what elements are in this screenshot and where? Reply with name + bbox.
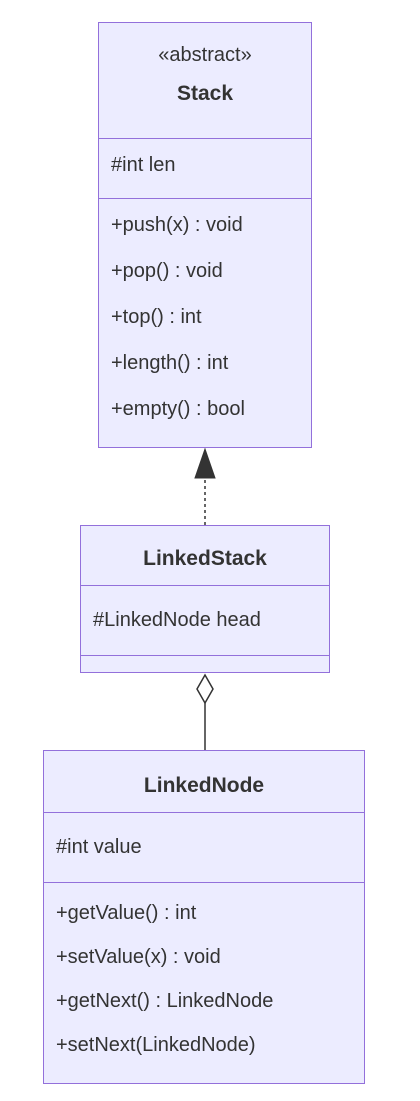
class-stack-header: «abstract» Stack	[99, 23, 311, 139]
class-linked-stack-methods	[81, 656, 329, 672]
class-linked-node[interactable]: LinkedNode #int value +getValue() : int …	[43, 750, 365, 1084]
method: +pop() : void	[111, 260, 223, 282]
attribute: #int len	[111, 154, 176, 176]
class-linked-node-header: LinkedNode	[44, 751, 364, 813]
method: +getValue() : int	[56, 902, 197, 924]
class-name: LinkedStack	[143, 547, 267, 570]
attribute: #LinkedNode head	[93, 609, 261, 631]
class-linked-stack-attributes: #LinkedNode head	[81, 586, 329, 656]
method: +push(x) : void	[111, 214, 243, 236]
class-stack-methods: +push(x) : void +pop() : void +top() : i…	[99, 199, 311, 421]
class-name: Stack	[176, 82, 234, 105]
method: +setNext(LinkedNode)	[56, 1034, 256, 1056]
class-name: LinkedNode	[143, 774, 265, 797]
class-linked-node-attributes: #int value	[44, 813, 364, 883]
class-stack[interactable]: «abstract» Stack #int len +push(x) : voi…	[98, 22, 312, 448]
class-stereotype: «abstract»	[158, 44, 252, 66]
realization-arrowhead-icon	[194, 447, 216, 479]
attribute: #int value	[56, 836, 142, 858]
method: +top() : int	[111, 306, 202, 328]
class-linked-stack[interactable]: LinkedStack #LinkedNode head	[80, 525, 330, 673]
class-linked-node-methods: +getValue() : int +setValue(x) : void +g…	[44, 883, 364, 1057]
method: +length() : int	[111, 352, 229, 374]
class-linked-stack-header: LinkedStack	[81, 526, 329, 586]
method: +setValue(x) : void	[56, 946, 221, 968]
aggregation-diamond-icon	[196, 673, 214, 705]
method: +empty() : bool	[111, 398, 245, 420]
class-stack-attributes: #int len	[99, 139, 311, 199]
method: +getNext() : LinkedNode	[56, 990, 274, 1012]
